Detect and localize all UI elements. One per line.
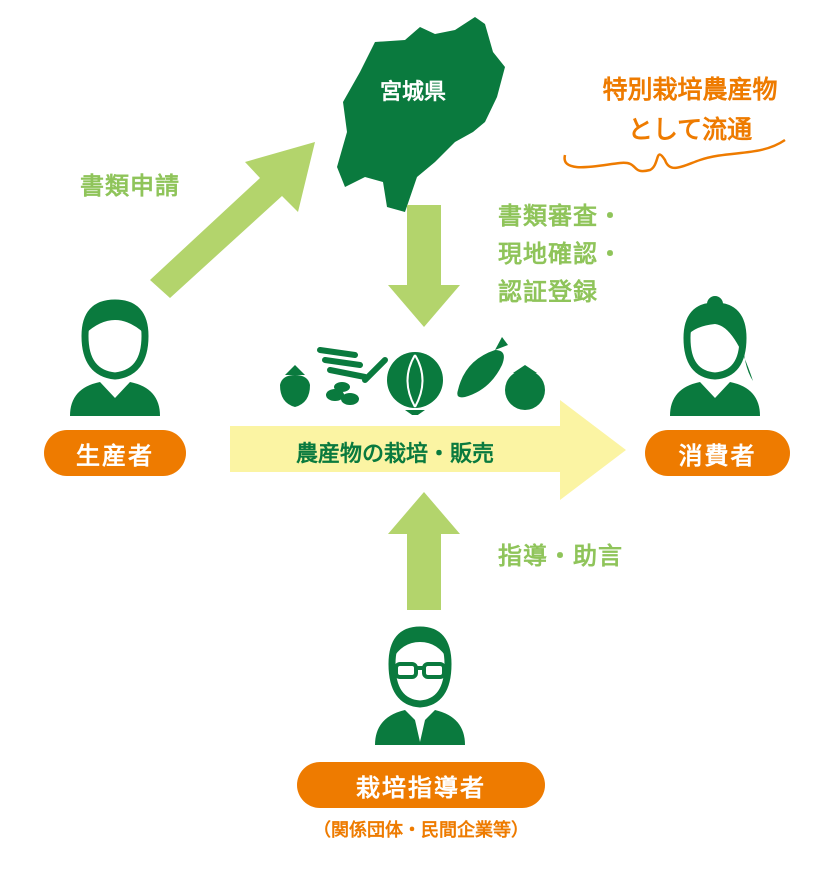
distribution-line2: として流通 xyxy=(627,115,753,144)
application-arrow xyxy=(150,142,315,298)
distribution-line1: 特別栽培農産物 xyxy=(602,75,778,104)
guidance-arrow xyxy=(388,492,460,610)
vegetables-icon xyxy=(280,337,545,415)
miyagi-map-icon xyxy=(337,17,505,212)
consumer-person-icon xyxy=(670,296,760,416)
review-line3: 認証登録 xyxy=(498,278,598,306)
application-label: 書類申請 xyxy=(80,172,180,200)
advisor-note: （関係団体・民間企業等） xyxy=(313,820,529,841)
guidance-label: 指導・助言 xyxy=(498,542,623,570)
squiggle-underline xyxy=(563,138,786,173)
advisor-badge: 栽培指導者 xyxy=(297,762,545,808)
prefecture-label: 宮城県 xyxy=(380,80,447,105)
advisor-person-icon xyxy=(375,626,465,745)
producer-badge: 生産者 xyxy=(44,430,186,476)
consumer-badge: 消費者 xyxy=(645,430,790,476)
review-arrow xyxy=(388,205,460,327)
producer-person-icon xyxy=(70,299,160,416)
main-flow-label: 農産物の栽培・販売 xyxy=(295,442,494,467)
review-line1: 書類審査・ xyxy=(498,202,623,230)
review-line2: 現地確認・ xyxy=(498,240,623,268)
main-flow-arrow xyxy=(230,400,626,500)
